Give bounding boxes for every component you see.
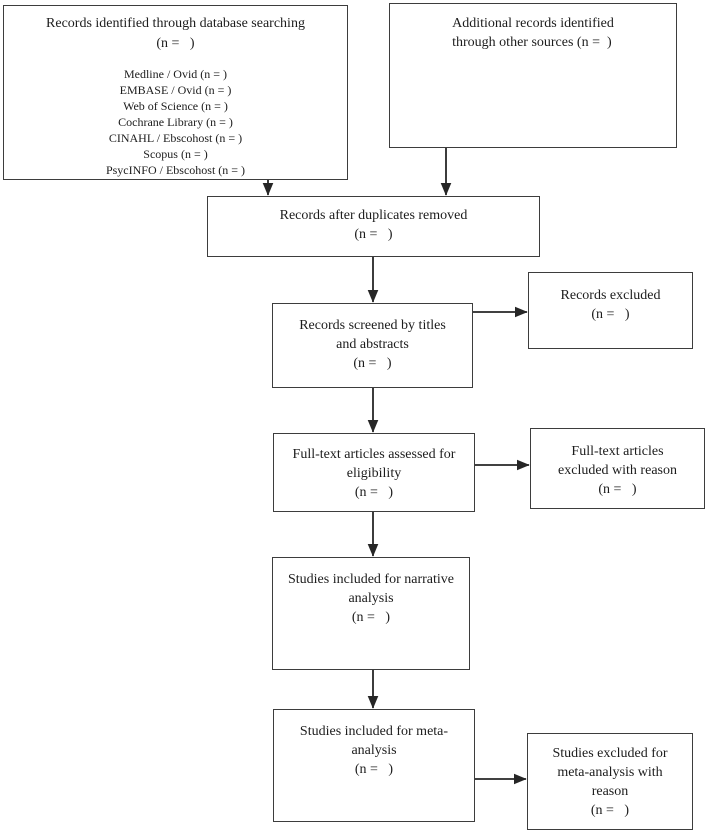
box-title-line-2: meta-analysis with — [557, 765, 663, 780]
box-fulltext-assessed: Full-text articles assessed for eligibil… — [273, 433, 475, 512]
source-item-cinahl: CINAHL / Ebscohost (n = ) — [108, 131, 243, 145]
source-item-medline: Medline / Ovid (n = ) — [123, 67, 228, 81]
database-source-list: Medline / Ovid (n = ) EMBASE / Ovid (n =… — [4, 66, 347, 178]
box-narrative-included: Studies included for narrative analysis … — [272, 557, 470, 670]
box-title-line-2: analysis — [351, 743, 397, 758]
box-title-line-1: Studies included for narrative — [287, 572, 454, 587]
box-meta-excluded: Studies excluded for meta-analysis with … — [527, 733, 693, 830]
box-records-screened: Records screened by titles and abstracts… — [272, 303, 473, 388]
box-count: (n = ) — [351, 610, 391, 625]
box-text-block: Additional records identified through ot… — [452, 14, 614, 52]
box-title-line-3: reason — [591, 784, 629, 799]
box-meta-included: Studies included for meta- analysis (n =… — [273, 709, 475, 822]
box-count: (n = ) — [598, 482, 637, 497]
box-count: (n = ) — [353, 356, 392, 371]
box-records-excluded: Records excluded (n = ) — [528, 272, 693, 349]
box-count: (n = ) — [591, 307, 630, 322]
box-title: Records after duplicates removed — [279, 208, 468, 223]
box-title-line-1: Studies included for meta- — [299, 724, 449, 739]
box-count: through other sources (n = ) — [452, 35, 612, 50]
box-title-line-2: excluded with reason — [558, 463, 677, 478]
box-additional-records-other-sources: Additional records identified through ot… — [389, 3, 677, 148]
box-count: (n = ) — [354, 762, 394, 777]
box-title-line-2: analysis — [348, 591, 394, 606]
box-title-line-2: eligibility — [346, 466, 402, 481]
box-fulltext-excluded: Full-text articles excluded with reason … — [530, 428, 705, 509]
box-count: (n = ) — [354, 227, 393, 242]
box-title: Additional records identified — [452, 16, 614, 31]
box-title: Records identified through database sear… — [46, 16, 305, 31]
box-title-line-1: Full-text articles assessed for — [292, 447, 456, 462]
box-count: (n = ) — [156, 36, 195, 51]
box-count: (n = ) — [590, 803, 630, 818]
box-title-line-2: and abstracts — [336, 337, 409, 352]
source-item-embase: EMBASE / Ovid (n = ) — [119, 83, 232, 97]
source-item-cochrane: Cochrane Library (n = ) — [118, 115, 233, 129]
source-item-web-of-science: Web of Science (n = ) — [123, 99, 228, 113]
box-records-after-duplicates-removed: Records after duplicates removed (n = ) — [207, 196, 540, 257]
box-title-line-1: Full-text articles — [571, 444, 664, 459]
source-item-scopus: Scopus (n = ) — [143, 147, 208, 161]
box-title: Records excluded — [560, 288, 661, 303]
box-title-line-1: Records screened by titles — [299, 318, 446, 333]
box-title-line-1: Studies excluded for — [552, 746, 668, 761]
source-item-psycinfo: PsycINFO / Ebscohost (n = ) — [105, 163, 246, 177]
box-count: (n = ) — [354, 485, 394, 500]
box-records-identified-database: Records identified through database sear… — [3, 5, 348, 180]
